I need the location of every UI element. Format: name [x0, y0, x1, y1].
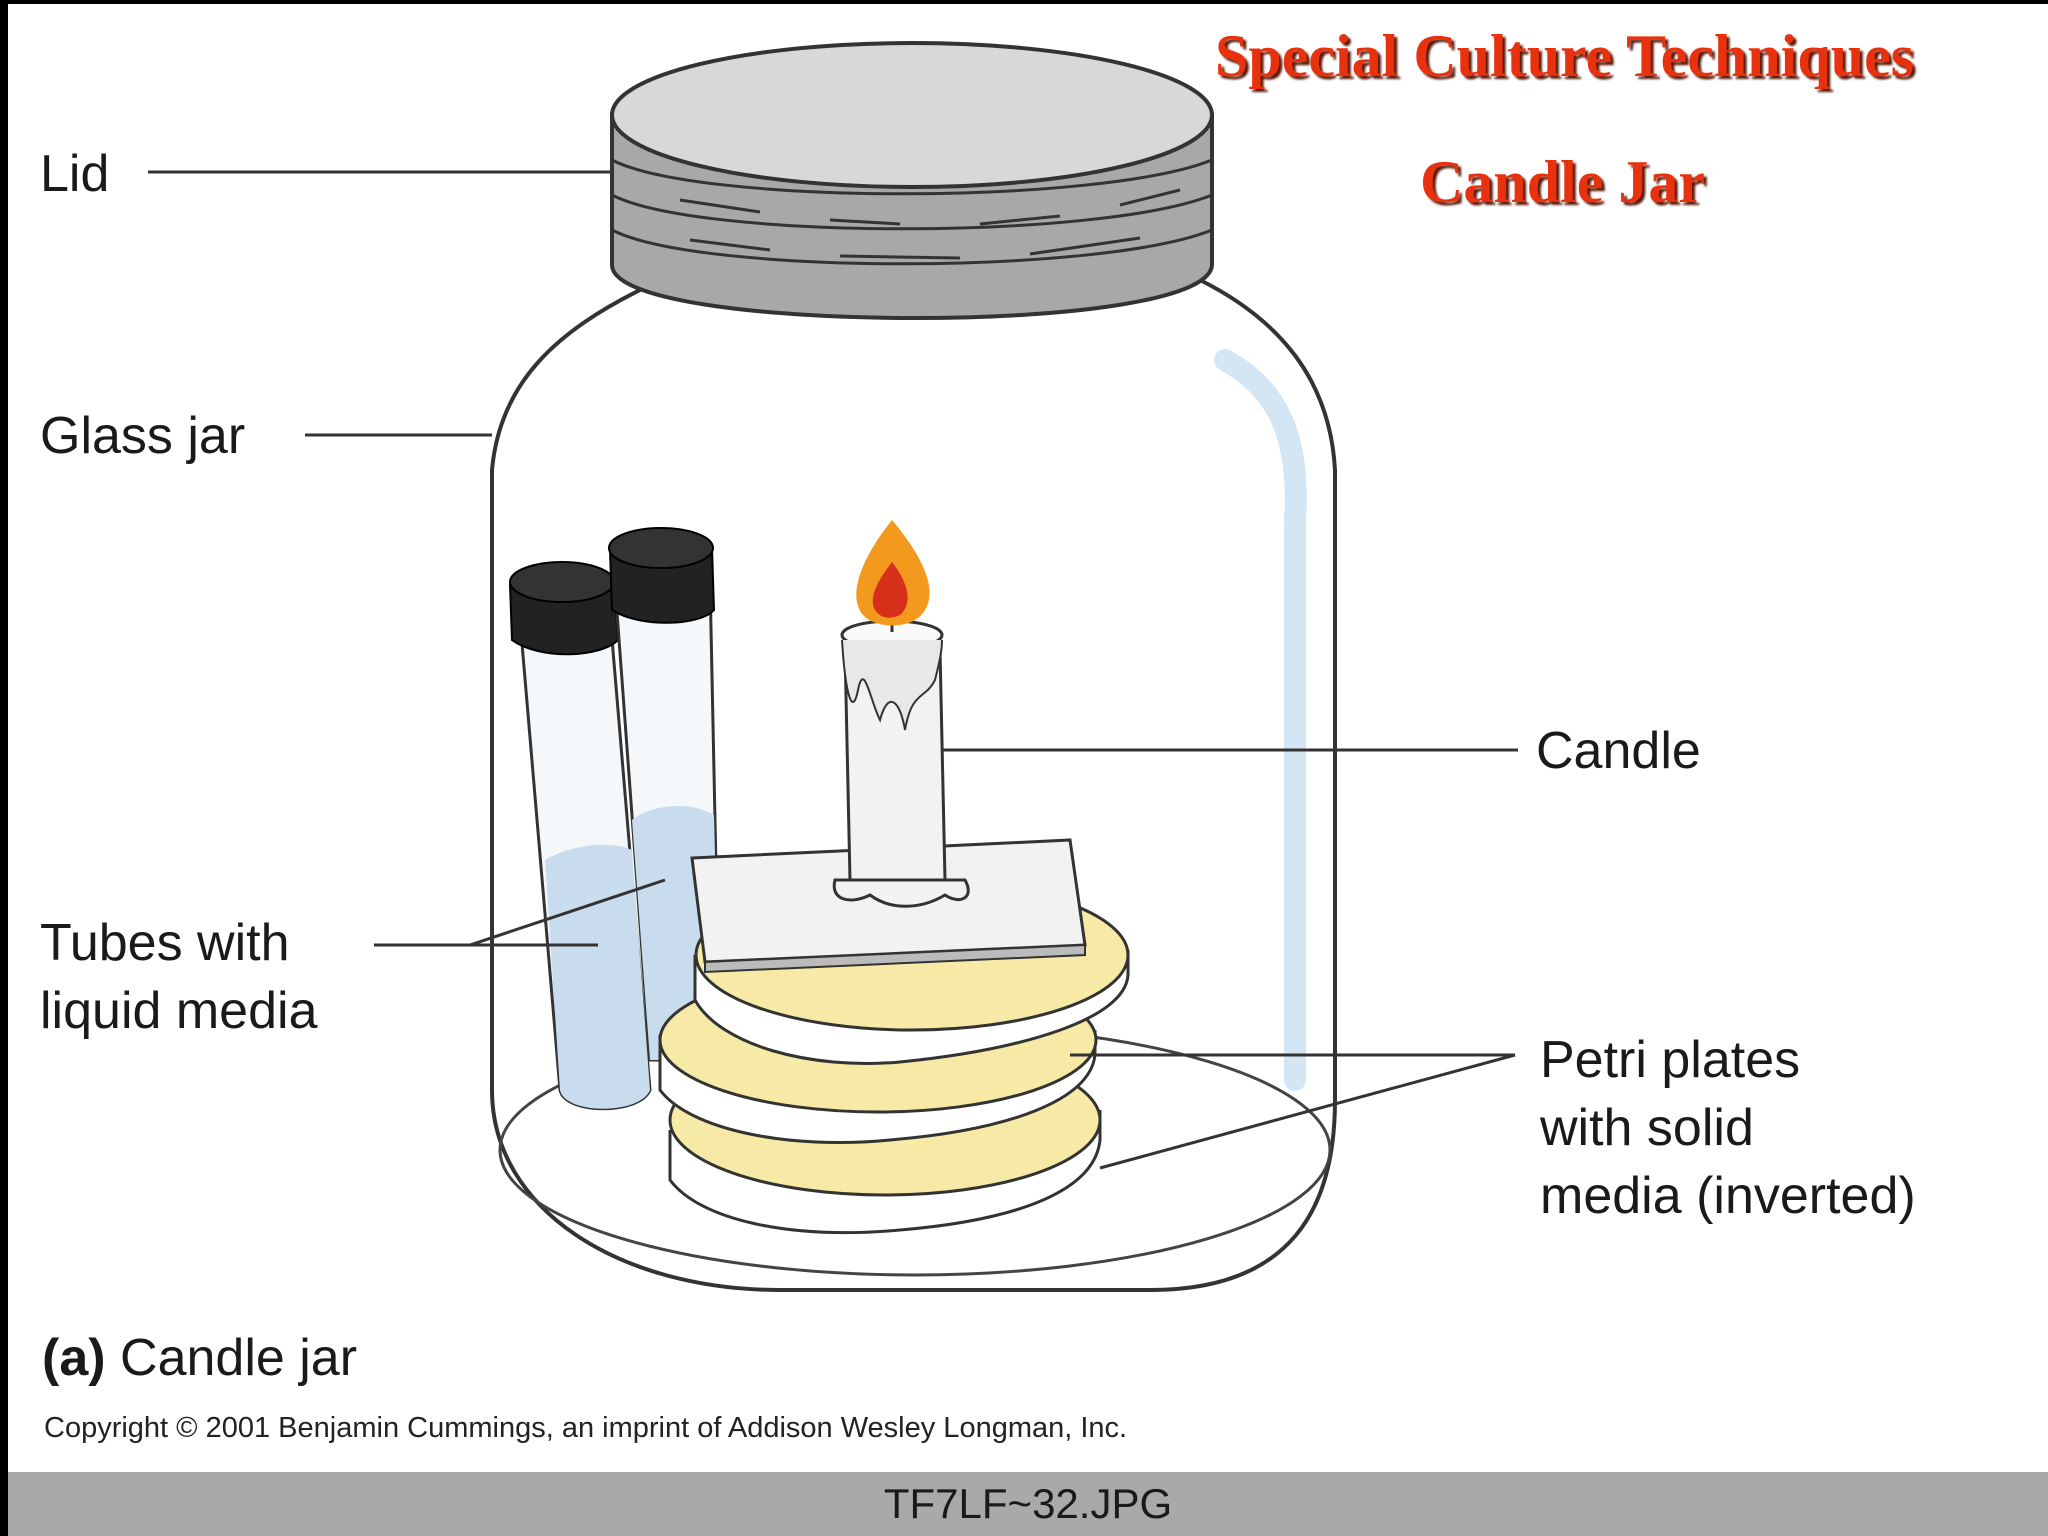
label-candle: Candle — [1536, 722, 1701, 780]
figure-caption-prefix: (a) — [42, 1329, 106, 1387]
glass-reflection — [1214, 349, 1307, 1091]
lid-graphic — [610, 41, 1214, 321]
figure-caption: (a) Candle jar — [42, 1328, 357, 1388]
slide-title: Special Culture Techniques — [1215, 23, 1915, 89]
label-tubes-line2: liquid media — [40, 982, 318, 1040]
label-petri-line1: Petri plates — [1540, 1031, 1801, 1089]
label-lid: Lid — [40, 145, 110, 203]
label-petri-line3: media (inverted) — [1540, 1167, 1916, 1225]
image-filename: TF7LF~32.JPG — [883, 1480, 1173, 1527]
label-glass-jar: Glass jar — [40, 407, 246, 465]
slide-subtitle: Candle Jar — [1420, 149, 1705, 215]
figure-caption-text: Candle jar — [120, 1329, 358, 1387]
glass-jar-outline — [490, 239, 1337, 1292]
petri-plates — [658, 878, 1130, 1235]
copyright-notice: Copyright © 2001 Benjamin Cummings, an i… — [44, 1412, 1128, 1444]
candle-graphic — [832, 520, 970, 908]
filename-bar: TF7LF~32.JPG — [8, 1472, 2048, 1536]
label-tubes-line1: Tubes with — [40, 914, 290, 972]
label-tubes: Tubes with liquid media — [40, 909, 318, 1045]
candle-base-card — [690, 838, 1087, 974]
label-petri-line2: with solid — [1540, 1099, 1754, 1157]
label-petri-plates: Petri plates with solid media (inverted) — [1540, 1026, 1916, 1230]
